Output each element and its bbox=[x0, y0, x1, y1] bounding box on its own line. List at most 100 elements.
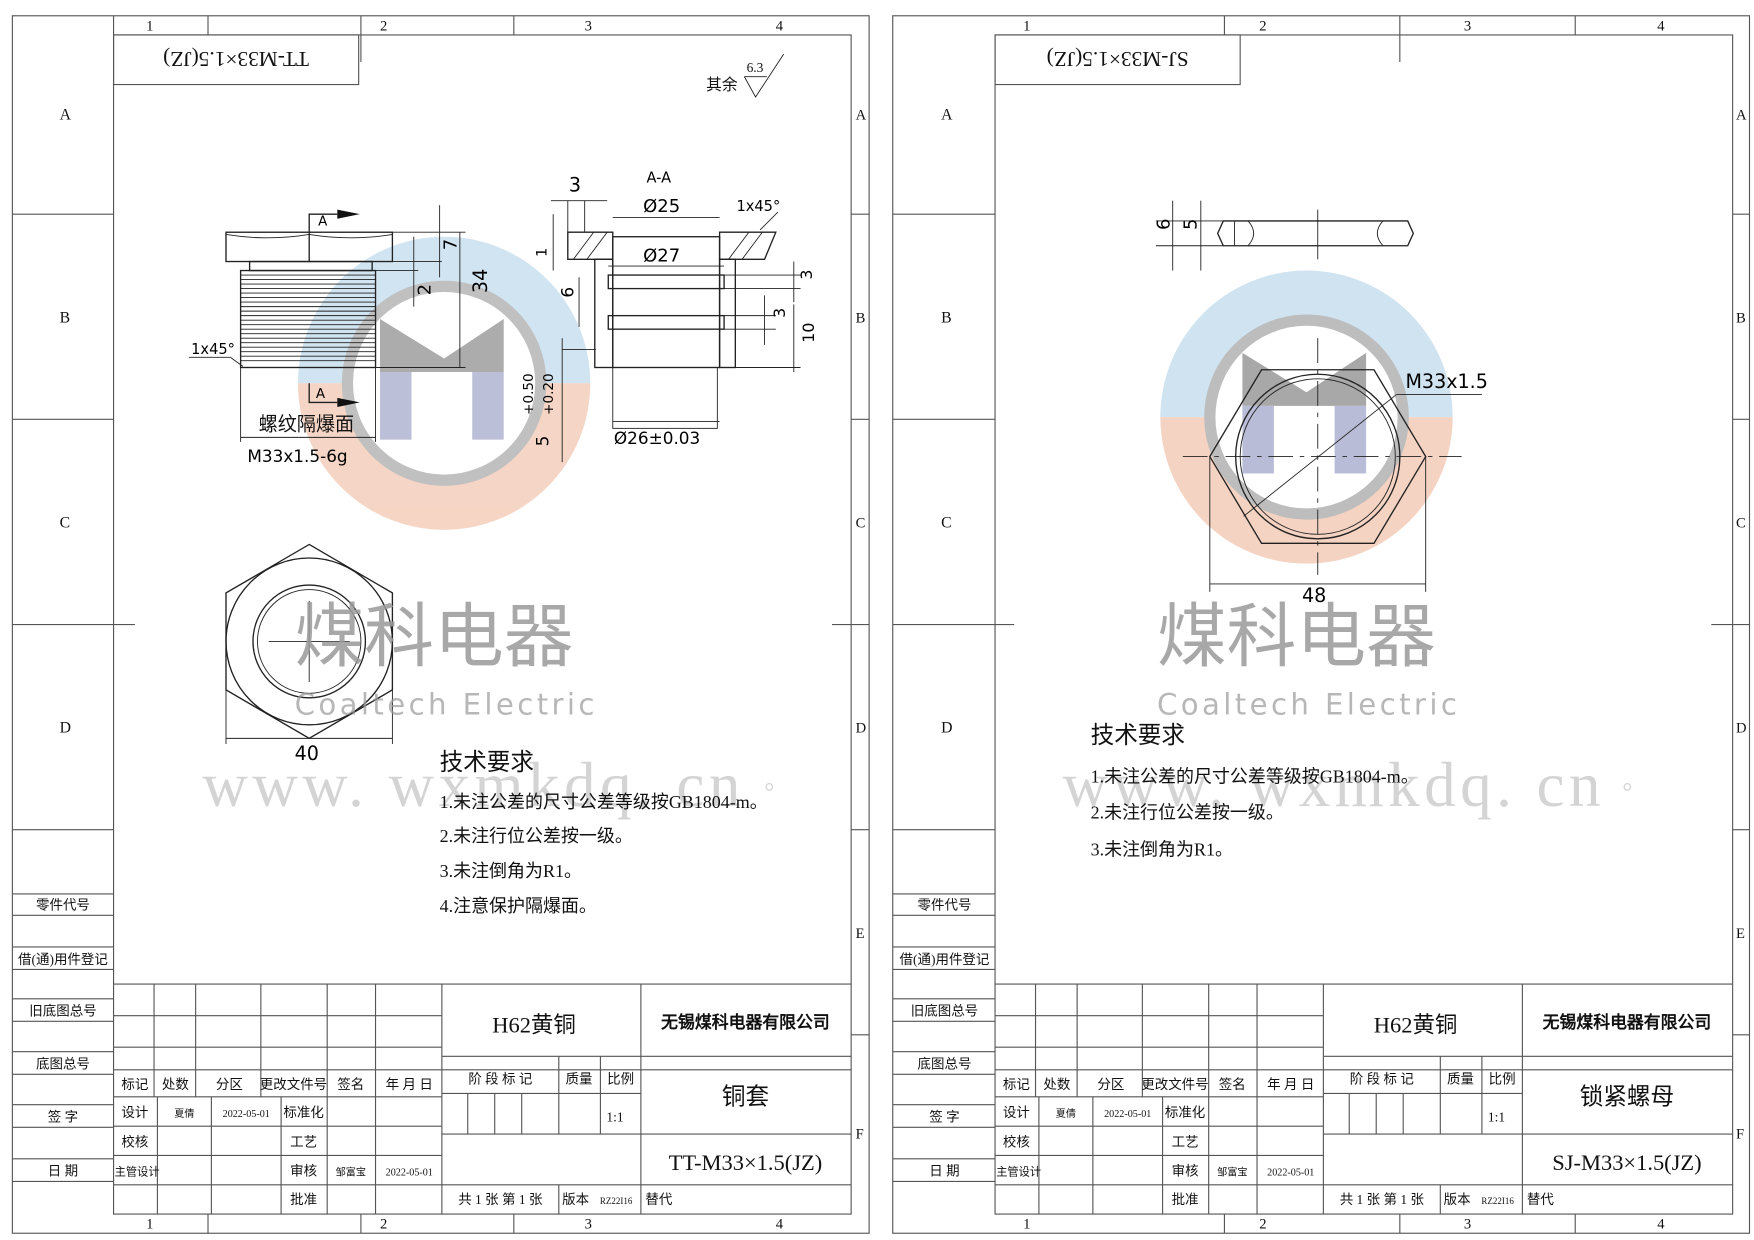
roughness-label: 其余 bbox=[706, 75, 738, 94]
dim-top-width: 3 bbox=[569, 174, 581, 197]
zone-row-a-right: A bbox=[856, 107, 867, 123]
zone-col-2-bottom: 2 bbox=[380, 1217, 387, 1233]
dim-d27: Ø27 bbox=[643, 246, 680, 267]
flipped-code-box bbox=[112, 34, 360, 86]
check-label: 校核 bbox=[1003, 1133, 1030, 1149]
section-view-drawing: A-A Ø25 Ø27 Ø26±0.03 1x45° 3 1 6 5 +0.50… bbox=[521, 170, 818, 463]
zone-col-4-bottom: 4 bbox=[776, 1217, 784, 1233]
review-date: 2022-05-01 bbox=[386, 1168, 433, 1179]
side-label-borrow: 借(通)用件登记 bbox=[18, 952, 108, 967]
side-label-part-code: 零件代号 bbox=[917, 898, 971, 913]
zone-row-d-right: D bbox=[856, 721, 867, 737]
material: H62黄铜 bbox=[492, 1013, 576, 1038]
side-label-sign: 签 字 bbox=[48, 1109, 78, 1125]
side-label-part-code: 零件代号 bbox=[36, 898, 90, 913]
dim-tolerance-lower: +0.20 bbox=[541, 373, 557, 414]
watermark-logo bbox=[297, 236, 591, 530]
dim-hex-across-flats: 40 bbox=[295, 742, 319, 765]
company-name: 无锡煤科电器有限公司 bbox=[1543, 1012, 1712, 1032]
zone-col-2-bottom: 2 bbox=[1259, 1217, 1266, 1233]
dim-flange-thickness: 1 bbox=[533, 248, 550, 257]
zone-row-d: D bbox=[60, 720, 71, 737]
watermark-brand-cn: 煤科电器 bbox=[1157, 596, 1436, 677]
roughness-value: 6.3 bbox=[747, 60, 764, 75]
zone-row-b: B bbox=[60, 309, 71, 326]
dim-groove-height: 6 bbox=[557, 287, 577, 298]
material: H62黄铜 bbox=[1374, 1013, 1458, 1038]
dim-tolerance-upper: +0.50 bbox=[521, 373, 537, 414]
title-block-grid bbox=[113, 983, 852, 1215]
review-label: 审核 bbox=[1172, 1164, 1199, 1179]
version-label: 版本 bbox=[562, 1192, 589, 1207]
stage-label: 阶 段 标 记 bbox=[1350, 1071, 1414, 1086]
zone-col-3: 3 bbox=[1464, 18, 1471, 34]
header-count: 处数 bbox=[162, 1077, 189, 1092]
flipped-code-box bbox=[994, 34, 1241, 86]
version-label: 版本 bbox=[1444, 1192, 1471, 1207]
dim-tolerance-base: 5 bbox=[533, 436, 553, 447]
dim-total-length: 34 bbox=[469, 269, 492, 293]
dim-chamfer-top: 1x45° bbox=[736, 198, 780, 215]
header-mark: 标记 bbox=[121, 1077, 148, 1092]
zone-col-4: 4 bbox=[776, 18, 784, 34]
roughness-symbol-icon bbox=[743, 53, 785, 98]
tech-req-title: 技术要求 bbox=[1091, 722, 1185, 749]
dim-right-10: 10 bbox=[799, 323, 818, 343]
title-block-grid bbox=[995, 983, 1733, 1215]
thread-note: 螺纹隔爆面 bbox=[259, 414, 355, 436]
approve-label: 批准 bbox=[1172, 1192, 1199, 1207]
zone-col-1: 1 bbox=[1023, 18, 1030, 34]
front-view-drawing: A A 7 2 34 1x45° 螺纹隔爆面 M33x1.5-6g bbox=[188, 205, 492, 466]
design-label: 设计 bbox=[1003, 1105, 1030, 1120]
section-marker-bottom: A bbox=[316, 386, 326, 402]
zone-row-f-right: F bbox=[1736, 1127, 1744, 1143]
tech-req-item-3: 3.未注倒角为R1。 bbox=[1091, 840, 1233, 860]
section-label: A-A bbox=[647, 170, 672, 187]
mass-label: 质量 bbox=[1447, 1071, 1474, 1086]
header-change-doc: 更改文件号 bbox=[260, 1077, 327, 1092]
scale-label: 比例 bbox=[607, 1071, 634, 1086]
tech-req-item-2: 2.未注行位公差按一级。 bbox=[440, 826, 633, 846]
zone-col-4-bottom: 4 bbox=[1657, 1217, 1665, 1233]
zone-row-b: B bbox=[941, 309, 952, 326]
zone-row-d-right: D bbox=[1736, 721, 1747, 737]
tech-req-item-1: 1.未注公差的尺寸公差等级按GB1804-m。 bbox=[1091, 766, 1419, 786]
sheets-info: 共 1 张 第 1 张 bbox=[458, 1191, 543, 1207]
review-label: 审核 bbox=[290, 1164, 317, 1179]
flipped-part-code: TT-M33×1.5(JZ) bbox=[163, 47, 309, 71]
side-label-date: 日 期 bbox=[48, 1164, 78, 1179]
reviewer-name: 邹富宝 bbox=[336, 1166, 366, 1179]
side-label-base: 底图总号 bbox=[36, 1057, 90, 1072]
dim-right-3b: 3 bbox=[770, 308, 789, 318]
watermark-logo bbox=[1160, 270, 1453, 564]
zone-row-b-right: B bbox=[856, 310, 866, 326]
header-zone: 分区 bbox=[216, 1077, 243, 1092]
designer-name: 夏倩 bbox=[1056, 1107, 1076, 1120]
zone-row-dividers bbox=[12, 213, 870, 1036]
zone-col-4: 4 bbox=[1657, 18, 1665, 34]
header-signature: 签名 bbox=[337, 1076, 364, 1092]
side-label-date: 日 期 bbox=[929, 1164, 959, 1179]
process-label: 工艺 bbox=[290, 1134, 317, 1149]
watermark-brand-en: Coaltech Electric bbox=[1157, 688, 1460, 722]
side-label-old-base: 旧底图总号 bbox=[29, 1004, 96, 1019]
scale-value: 1:1 bbox=[606, 1110, 623, 1125]
header-date: 年 月 日 bbox=[386, 1077, 433, 1092]
part-name: 锁紧螺母 bbox=[1580, 1084, 1674, 1111]
watermark-brand-en: Coaltech Electric bbox=[295, 688, 598, 722]
reviewer-name: 邹富宝 bbox=[1217, 1166, 1247, 1179]
drawing-sheet-left: 1 2 3 4 1 2 3 4 A B C D A B C D E F TT-M… bbox=[11, 15, 870, 1234]
sheets-info: 共 1 张 第 1 张 bbox=[1340, 1191, 1425, 1207]
zone-col-2: 2 bbox=[1259, 18, 1266, 34]
scale-value: 1:1 bbox=[1488, 1110, 1505, 1125]
watermark-url: www. wxmkdq. cn bbox=[1063, 750, 1605, 820]
side-table bbox=[892, 893, 996, 1182]
drawing-canvas-left: 1 2 3 4 1 2 3 4 A B C D A B C D E F TT-M… bbox=[11, 15, 870, 1234]
drawing-canvas-right: 1 2 3 4 1 2 3 4 A B C D A B C D E F SJ-M… bbox=[892, 15, 1751, 1234]
check-label: 校核 bbox=[121, 1133, 148, 1149]
header-signature: 签名 bbox=[1219, 1076, 1246, 1092]
zone-col-3-bottom: 3 bbox=[585, 1217, 592, 1233]
standardization-label: 标准化 bbox=[283, 1105, 323, 1120]
standardization-label: 标准化 bbox=[1165, 1105, 1205, 1120]
process-label: 工艺 bbox=[1172, 1134, 1199, 1149]
